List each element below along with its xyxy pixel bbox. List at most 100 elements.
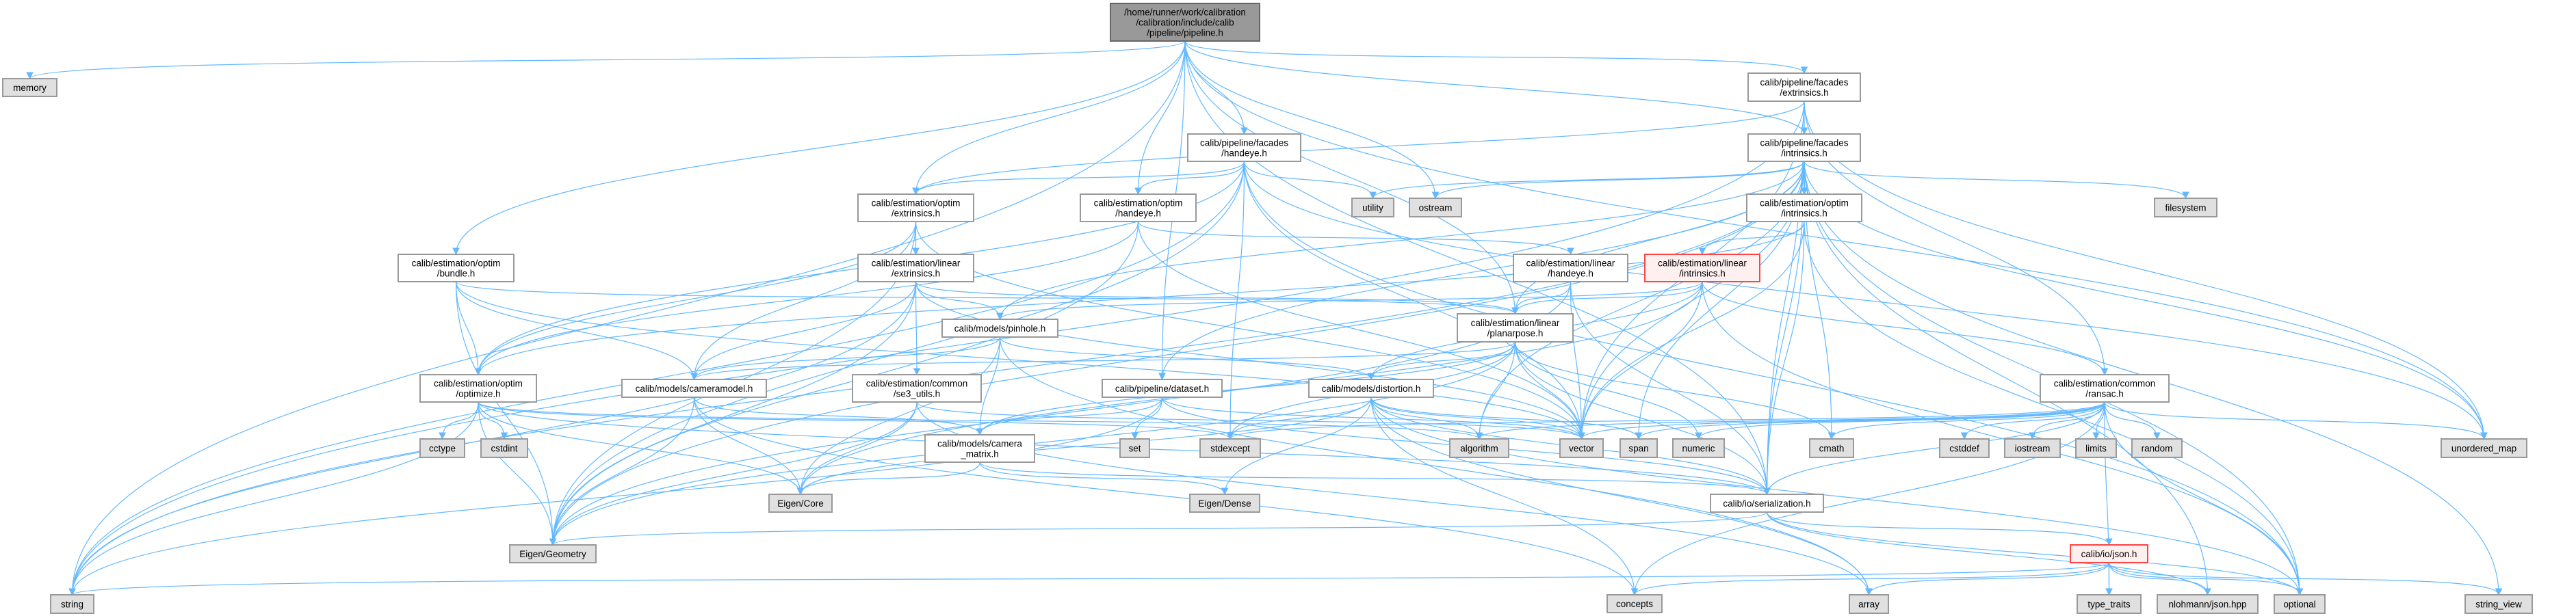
edge-distortion-to-algorithm bbox=[1370, 397, 1483, 440]
node-label: calib/io/serialization.h bbox=[1723, 498, 1810, 509]
node-dataset[interactable]: calib/pipeline/dataset.h bbox=[1102, 379, 1223, 398]
node-label: /extrinsics.h bbox=[1780, 88, 1828, 98]
node-box bbox=[1409, 198, 1462, 217]
edge-distortion-to-concepts bbox=[1370, 397, 1639, 596]
node-label: calib/models/camera bbox=[937, 439, 1022, 449]
node-optional: optional bbox=[2274, 594, 2326, 614]
node-box bbox=[857, 254, 974, 282]
edge-bundle-to-optimize bbox=[455, 281, 482, 376]
node-planarpose[interactable]: calib/estimation/linear/planarpose.h bbox=[1457, 313, 1574, 343]
node-bundle[interactable]: calib/estimation/optim/bundle.h bbox=[398, 254, 515, 282]
edge-optim_intrinsics-to-serialization bbox=[1763, 221, 1805, 496]
node-json[interactable]: calib/io/json.h bbox=[2070, 544, 2148, 563]
node-numeric: numeric bbox=[1672, 438, 1725, 458]
node-label: array bbox=[1858, 600, 1879, 610]
edge-ransac-to-serialization bbox=[1763, 401, 2105, 496]
edge-linear_intrinsics-to-ransac bbox=[1702, 281, 2109, 376]
node-facades-intrinsics[interactable]: calib/pipeline/facades/intrinsics.h bbox=[1747, 133, 1861, 162]
edge-root-to-ostream bbox=[1184, 40, 1440, 200]
edge-bundle-to-cameramodel bbox=[455, 281, 698, 381]
node-cameramodel[interactable]: calib/models/cameramodel.h bbox=[621, 379, 767, 398]
node-string-view: string_view bbox=[2464, 594, 2533, 614]
edge-dataset-to-camera_matrix bbox=[976, 397, 1163, 436]
node-label: _matrix.h bbox=[960, 449, 999, 459]
edge-ransac-to-cmath bbox=[1827, 401, 2105, 440]
node-array: array bbox=[1849, 594, 1889, 614]
node-box bbox=[2075, 438, 2117, 458]
node-camera-matrix[interactable]: calib/models/camera_matrix.h bbox=[924, 434, 1035, 463]
node-label: /handeye.h bbox=[1221, 148, 1267, 159]
node-ostream: ostream bbox=[1409, 198, 1462, 217]
node-label: /planarpose.h bbox=[1487, 328, 1544, 338]
node-span: span bbox=[1619, 438, 1658, 458]
edge-pinhole-to-array bbox=[999, 336, 1873, 596]
edge-root-to-optim_handeye bbox=[1134, 40, 1186, 196]
node-box bbox=[1606, 594, 1663, 613]
node-facades-handeye[interactable]: calib/pipeline/facades/handeye.h bbox=[1187, 133, 1301, 162]
edge-json-to-string bbox=[68, 562, 2110, 596]
node-optimize[interactable]: calib/estimation/optim/optimize.h bbox=[419, 374, 537, 403]
edge-se3_utils-to-eigen_geometry bbox=[549, 401, 918, 546]
node-distortion[interactable]: calib/models/distortion.h bbox=[1308, 379, 1434, 398]
node-box bbox=[2464, 594, 2533, 614]
node-label: /calibration/include/calib bbox=[1136, 18, 1234, 28]
edge-linear_handeye-to-planarpose bbox=[1511, 281, 1572, 315]
node-label: ostream bbox=[1419, 203, 1453, 213]
node-box bbox=[419, 438, 465, 458]
node-serialization[interactable]: calib/io/serialization.h bbox=[1710, 494, 1824, 513]
node-root[interactable]: /home/runner/work/calibration/calibratio… bbox=[1110, 3, 1260, 42]
edge-facades_handeye-to-optim_extrinsics bbox=[912, 161, 1245, 196]
node-box bbox=[1102, 379, 1223, 398]
node-box bbox=[1747, 72, 1861, 102]
node-label: type_traits bbox=[2087, 600, 2131, 610]
edge-optim_intrinsics-to-vector bbox=[1578, 221, 1805, 440]
node-box bbox=[1189, 494, 1260, 513]
node-box bbox=[480, 438, 528, 458]
node-label: /bundle.h bbox=[437, 269, 476, 279]
node-optim-handeye[interactable]: calib/estimation/optim/handeye.h bbox=[1080, 193, 1197, 222]
edge-linear_intrinsics-to-optional bbox=[1702, 281, 2304, 596]
edge-serialization-to-optional bbox=[1766, 511, 2304, 596]
edge-linear_extrinsics-to-vector bbox=[915, 281, 1585, 440]
node-label: vector bbox=[1569, 444, 1594, 454]
node-box bbox=[509, 544, 597, 563]
node-label: Eigen/Geometry bbox=[519, 549, 586, 559]
edge-root-to-string bbox=[68, 40, 1186, 596]
node-optim-intrinsics[interactable]: calib/estimation/optim/intrinsics.h bbox=[1746, 193, 1862, 222]
edge-facades_handeye-to-vector bbox=[1243, 161, 1585, 440]
node-pinhole[interactable]: calib/models/pinhole.h bbox=[941, 319, 1058, 338]
edge-linear_handeye-to-serialization bbox=[1570, 281, 1771, 496]
node-box bbox=[1939, 438, 1990, 458]
node-box bbox=[1619, 438, 1658, 458]
edge-ransac-to-vector bbox=[1578, 401, 2105, 440]
node-label: utility bbox=[1362, 203, 1383, 213]
edge-facades_handeye-to-string bbox=[68, 161, 1245, 596]
edge-pinhole-to-eigen_core bbox=[796, 336, 1001, 496]
node-facades-extrinsics[interactable]: calib/pipeline/facades/extrinsics.h bbox=[1747, 72, 1861, 102]
edge-cameramodel-to-eigen_core bbox=[693, 397, 805, 496]
node-box bbox=[2131, 438, 2183, 458]
edge-optimize-to-cctype bbox=[439, 401, 479, 440]
node-se3-utils[interactable]: calib/estimation/common/se3_utils.h bbox=[852, 374, 982, 403]
node-box bbox=[50, 594, 94, 614]
edge-camera_matrix-to-eigen_core bbox=[796, 461, 980, 496]
edge-root-to-facades_intrinsics bbox=[1184, 40, 1808, 135]
node-iostream: iostream bbox=[2004, 438, 2061, 458]
node-linear-handeye[interactable]: calib/estimation/linear/handeye.h bbox=[1513, 254, 1628, 282]
node-linear-intrinsics[interactable]: calib/estimation/linear/intrinsics.h bbox=[1644, 254, 1760, 282]
edge-cameramodel-to-camera_matrix bbox=[693, 397, 984, 436]
node-ransac[interactable]: calib/estimation/common/ransac.h bbox=[2040, 374, 2170, 403]
node-label: unordered_map bbox=[2451, 444, 2516, 454]
node-label: iostream bbox=[2015, 444, 2051, 454]
node-label: calib/models/cameramodel.h bbox=[636, 384, 753, 394]
edge-root-to-unordered_map bbox=[1184, 40, 2488, 440]
node-label: limits bbox=[2085, 444, 2107, 454]
edge-json-to-nlohmann bbox=[2108, 562, 2211, 596]
edge-facades_intrinsics-to-pinhole bbox=[996, 161, 1805, 321]
node-optim-extrinsics[interactable]: calib/estimation/optim/extrinsics.h bbox=[857, 193, 974, 222]
node-linear-extrinsics[interactable]: calib/estimation/linear/extrinsics.h bbox=[857, 254, 974, 282]
edge-facades_handeye-to-optional bbox=[1243, 161, 2304, 596]
node-label: string_view bbox=[2475, 600, 2522, 610]
edge-optimize-to-algorithm bbox=[478, 401, 1483, 440]
